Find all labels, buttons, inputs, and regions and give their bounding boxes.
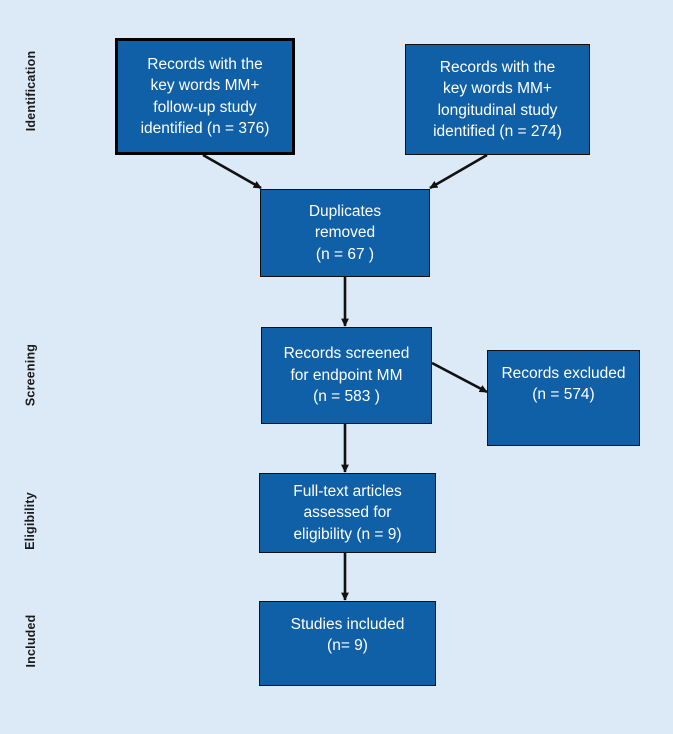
stage-label-eligibility: Eligibility [23,481,37,561]
box-records-excluded-text: Records excluded (n = 574) [501,365,626,404]
box-records-longitudinal[interactable]: Records with the key words MM+ longitudi… [405,44,590,155]
box-fulltext-assessed[interactable]: Full-text articles assessed for eligibil… [259,473,436,553]
box-records-followup[interactable]: Records with the key words MM+ follow-up… [115,38,295,155]
box-duplicates-removed-text: Duplicates removed (n = 67 ) [308,202,382,263]
box-studies-included[interactable]: Studies included (n= 9) [259,601,436,686]
arrow-longitudinal-to-duplicates [429,153,488,190]
stage-label-screening-text: Screening [23,343,38,407]
stage-label-screening: Screening [24,333,38,418]
stage-label-identification-text: Identification [24,50,38,132]
box-duplicates-removed[interactable]: Duplicates removed (n = 67 ) [260,189,430,277]
arrow-screened-to-excluded [431,361,488,394]
stage-label-identification: Identification [24,36,38,146]
box-records-longitudinal-text: Records with the key words MM+ longitudi… [433,58,562,140]
stage-label-eligibility-text: Eligibility [23,492,37,550]
box-records-excluded[interactable]: Records excluded (n = 574) [487,350,640,446]
box-fulltext-assessed-text: Full-text articles assessed for eligibil… [293,482,402,543]
stage-label-included: Included [24,602,38,680]
arrow-followup-to-duplicates [202,153,262,190]
box-records-screened[interactable]: Records screened for endpoint MM (n = 58… [261,327,432,424]
stage-label-included-text: Included [24,614,38,668]
box-studies-included-text: Studies included (n= 9) [290,616,405,655]
box-records-screened-text: Records screened for endpoint MM (n = 58… [283,345,410,406]
box-records-followup-text: Records with the key words MM+ follow-up… [140,55,270,137]
